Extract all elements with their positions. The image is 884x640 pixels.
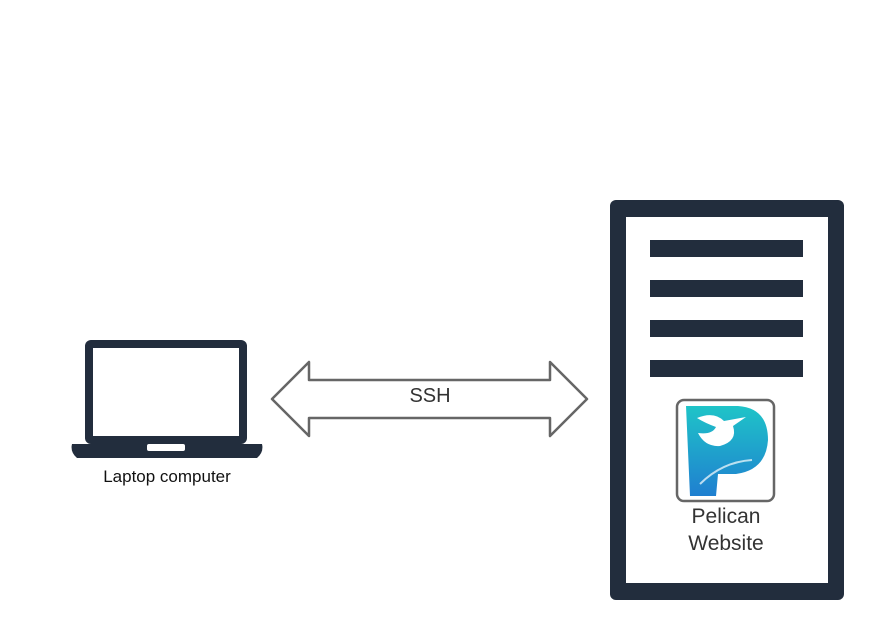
server-label: Pelican Website [646, 503, 806, 557]
server-bar [650, 360, 803, 377]
server-bar [650, 320, 803, 337]
server-label-line2: Website [688, 532, 764, 555]
ssh-label: SSH [409, 385, 451, 407]
pelican-logo-icon [675, 398, 776, 503]
laptop-label: Laptop computer [103, 467, 231, 486]
laptop-icon [71, 340, 263, 458]
server-label-line1: Pelican [691, 505, 761, 528]
server-bar [650, 240, 803, 257]
double-arrow-icon [270, 360, 589, 438]
server-bar [650, 280, 803, 297]
